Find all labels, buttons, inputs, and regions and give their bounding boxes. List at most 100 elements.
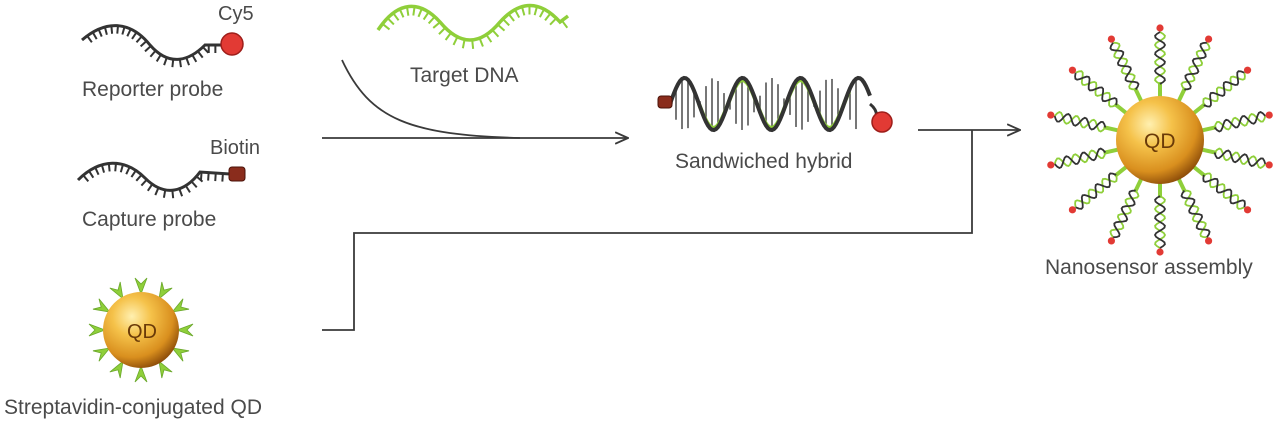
- nanosensor-assembly: QD Nanosensor assembly: [1045, 24, 1273, 279]
- capture-probe-bases: [82, 163, 224, 199]
- base-tick: [139, 40, 148, 48]
- base-tick: [140, 179, 148, 187]
- cy5-dye: [220, 32, 244, 56]
- base-tick: [116, 25, 119, 34]
- target-dna-strand: [376, 3, 570, 42]
- assembly-probe-strand: [1153, 195, 1167, 249]
- base-tick: [478, 37, 484, 47]
- base-tick: [144, 45, 152, 53]
- assembly-probe-strand: [1184, 41, 1207, 91]
- base-tick: [171, 190, 175, 199]
- streptavidin-spike: [92, 347, 111, 362]
- assembly-cy5-dot: [1204, 237, 1213, 245]
- cy5-label: Cy5: [218, 3, 254, 25]
- assembly-linker: [1192, 165, 1206, 177]
- base-tick: [125, 166, 131, 175]
- assembly-hybrid-arms: [1047, 24, 1273, 256]
- base-tick: [155, 54, 162, 62]
- biotin-label: Biotin: [210, 137, 260, 159]
- assembly-cy5-dot: [1204, 35, 1213, 43]
- assembly-cy5-dot: [1156, 24, 1164, 32]
- base-tick: [502, 18, 510, 27]
- base-tick: [191, 54, 198, 63]
- assembly-cy5-dot: [1047, 161, 1055, 169]
- base-tick: [461, 39, 466, 49]
- base-tick: [214, 172, 217, 182]
- base-tick: [100, 164, 106, 173]
- arrows: [322, 59, 1020, 331]
- streptavidin-spike: [134, 277, 148, 296]
- qd-path-line: [322, 130, 973, 331]
- base-tick: [146, 183, 154, 192]
- assembly-linker: [1177, 177, 1187, 193]
- assembly-linker: [1103, 147, 1120, 155]
- hybrid-helix: [668, 75, 878, 133]
- streptavidin-spike: [92, 298, 111, 313]
- hybrid-probe-strand: [668, 75, 872, 133]
- assembly-linker: [1200, 147, 1217, 155]
- hybrid-biotin-tag: [657, 95, 673, 109]
- base-tick: [452, 36, 459, 46]
- base-tick: [94, 167, 100, 176]
- assembly-probe-strand: [1109, 42, 1140, 90]
- assembly-linker: [1200, 125, 1217, 133]
- nanosensor-assembly-label: Nanosensor assembly: [1045, 256, 1253, 279]
- base-tick: [412, 6, 416, 16]
- assembly-cy5-dot: [1068, 66, 1077, 74]
- assembly-cy5-dot: [1047, 111, 1055, 119]
- assembly-probe-strand: [1180, 190, 1211, 238]
- assembly-probe-strand: [1074, 72, 1118, 106]
- assembly-probe-strand: [1202, 174, 1246, 208]
- assembly-cy5-dot: [1107, 35, 1116, 43]
- base-tick: [544, 12, 552, 21]
- assembly-linker: [1177, 87, 1187, 103]
- assembly-linker: [1133, 87, 1143, 103]
- base-tick: [97, 28, 103, 37]
- base-tick: [507, 13, 515, 22]
- base-tick: [149, 49, 157, 58]
- base-tick: [154, 187, 160, 196]
- streptavidin-spike: [175, 323, 194, 337]
- base-tick: [178, 188, 184, 197]
- base-tick: [438, 27, 446, 35]
- reporter-probe-strand: [81, 24, 222, 61]
- base-tick: [221, 173, 224, 182]
- assembly-cy5-dot: [1068, 206, 1077, 214]
- reporter-probe-bases: [86, 25, 217, 68]
- assembly-cy5-dot: [1265, 161, 1273, 169]
- base-tick: [497, 23, 506, 32]
- base-tick: [135, 174, 143, 182]
- base-tick: [405, 6, 410, 16]
- streptavidin-spike: [109, 281, 124, 300]
- base-tick: [392, 12, 400, 21]
- base-tick: [539, 8, 546, 18]
- sandwiched-hybrid: Sandwiched hybrid: [657, 75, 893, 173]
- reporter-probe-label: Reporter probe: [82, 78, 223, 101]
- streptavidin-spike: [88, 323, 107, 337]
- base-tick: [200, 172, 203, 181]
- assembly-cy5-dot: [1243, 206, 1252, 214]
- streptavidin-spike: [158, 281, 173, 300]
- base-tick: [520, 6, 526, 16]
- streptavidin-spike: [171, 298, 190, 313]
- assembly-cy5-dot: [1243, 66, 1252, 74]
- base-tick: [88, 170, 95, 179]
- base-tick: [162, 189, 167, 198]
- capture-probe-strand: [76, 161, 231, 192]
- base-tick: [202, 46, 210, 54]
- base-tick: [82, 174, 90, 183]
- streptavidin-spike: [158, 360, 173, 379]
- base-tick: [135, 35, 143, 44]
- assembly-cy5-dot: [1265, 111, 1273, 119]
- streptavidin-spike: [171, 347, 190, 362]
- assembly-probe-strand: [1213, 110, 1266, 133]
- base-tick: [121, 26, 126, 35]
- base-tick: [417, 8, 423, 18]
- assembly-probe-strand: [1054, 147, 1107, 170]
- base-tick: [119, 164, 124, 173]
- base-tick: [398, 8, 405, 18]
- sandwiched-hybrid-label: Sandwiched hybrid: [675, 150, 852, 173]
- base-tick: [130, 169, 137, 178]
- base-tick: [195, 175, 204, 183]
